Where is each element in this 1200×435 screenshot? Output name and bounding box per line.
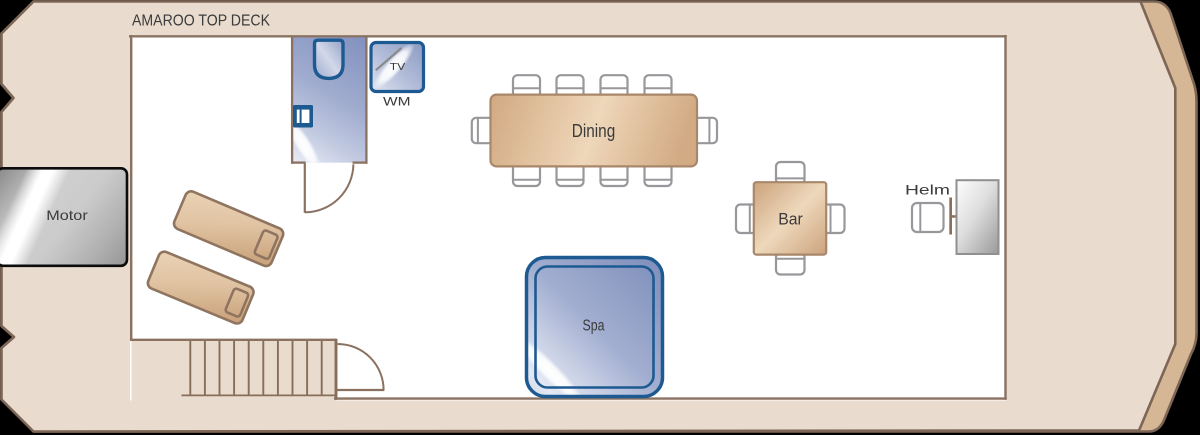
svg-text:Helm: Helm bbox=[905, 182, 950, 198]
svg-text:TV: TV bbox=[390, 61, 406, 73]
svg-text:Spa: Spa bbox=[583, 318, 605, 335]
svg-text:Bar: Bar bbox=[778, 210, 803, 229]
svg-text:WM: WM bbox=[383, 95, 411, 109]
svg-text:AMAROO TOP DECK: AMAROO TOP DECK bbox=[132, 12, 271, 29]
svg-text:Motor: Motor bbox=[46, 207, 88, 223]
svg-text:Dining: Dining bbox=[572, 120, 616, 141]
